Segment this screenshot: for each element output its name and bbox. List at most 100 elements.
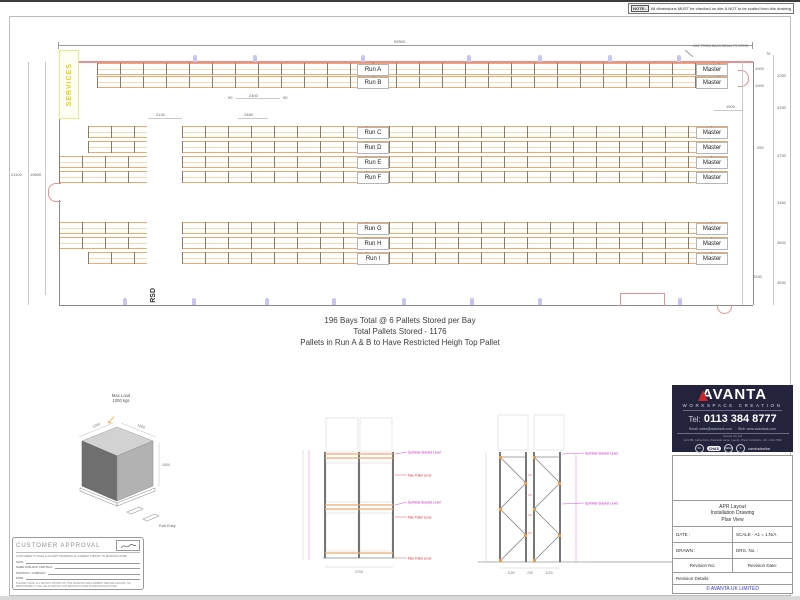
drawn-cell: DRAWN : [673, 543, 733, 558]
safecontractor-badge-icon: SC [694, 444, 704, 454]
services-zone: SERVICES [59, 50, 79, 119]
logo-triangle-icon [697, 389, 708, 401]
canopy-recess [620, 293, 665, 306]
door-mark [265, 298, 269, 305]
bay-dim-left: 90 [228, 95, 233, 100]
tel-label: Tel: [688, 414, 701, 424]
master-label: Master [696, 238, 728, 250]
sprinkler-level-note-4: Sprinkler Bracket Level [585, 502, 618, 506]
front-bottom-dim: 2700 [355, 570, 363, 574]
dim-2930: 2930 [753, 274, 762, 279]
pallet-outline [325, 417, 359, 453]
dim-left-inner: 19600 [30, 172, 42, 177]
master-label: Master [696, 157, 728, 169]
master-label: Master [696, 142, 728, 154]
run-band [59, 237, 147, 249]
copyright-row: © AVANTA UK LIMITED [706, 586, 759, 592]
dim-width: 1000 [137, 423, 146, 430]
approval-title: CUSTOMER APPROVAL [16, 542, 101, 549]
master-label: Master [696, 223, 728, 235]
approval-field-sign: SIGN: [16, 560, 140, 564]
brace-nodes [499, 456, 561, 562]
pallet-outline [533, 414, 565, 451]
brand-email[interactable]: Email: sales@avantauk.com [689, 426, 732, 431]
dim-4750: 4750 [777, 153, 786, 158]
customer-approval-box: CUSTOMER APPROVAL CUSTOMER TO SIGN & ACC… [12, 537, 144, 590]
revision-no-cell: Revision No: [673, 559, 733, 572]
name-fill-line[interactable] [54, 565, 140, 569]
note-box: NOTE:- All dimensions MUST be checked on… [628, 3, 794, 14]
approval-notice: CUSTOMER TO SIGN & ACCEPT DRAWING IS COR… [16, 552, 140, 558]
cube-right-face [116, 440, 154, 502]
pallet-outline [359, 417, 393, 453]
max-pallet-note-3: Max Pallet Level [408, 557, 432, 561]
constructionline-badge-icon: constructionline [748, 446, 771, 451]
max-pallet-note: Max Pallet Level [408, 474, 432, 478]
pallet-outline [359, 512, 393, 552]
leader [394, 501, 408, 506]
dim-2130-line [148, 118, 182, 119]
dim-2480: 2480 [244, 112, 253, 117]
run-label: Run G [357, 223, 389, 235]
run-band [182, 237, 728, 249]
position-fill-line[interactable] [48, 571, 140, 575]
dim-250: 250 [757, 145, 764, 150]
run-label: Run D [357, 142, 389, 154]
dim-tick-right [752, 42, 753, 49]
master-label: Master [696, 253, 728, 265]
sprinkler-level-note-2: Sprinkler Bracket Level [408, 501, 441, 505]
pallet-slab-2 [79, 487, 118, 507]
dim-line-right-b [773, 55, 774, 305]
wall-bracket-mark [253, 55, 257, 62]
chas-badge-icon: CHAS [706, 446, 722, 452]
leader [561, 452, 585, 455]
window-top-edge [0, 0, 800, 2]
bay-dim-center: 2400 [248, 93, 259, 98]
drawing-title-line-2: Installation Drawing [710, 510, 755, 517]
dim-3150-a: 3150 [777, 105, 786, 110]
sprinkler-level-note-3: Sprinkler Bracket Level [585, 452, 618, 456]
pallet-outline [325, 512, 359, 552]
pallet-outline [497, 414, 529, 451]
run-label: Run B [357, 77, 389, 89]
run-label: Run I [357, 253, 389, 265]
run-label: Run A [357, 64, 389, 76]
approval-fine-print: PLEASE CHECK ALL DETAILS SHOWN ON THIS D… [16, 582, 131, 588]
drawing-title: APR Layout Installation Drawing Plan Vie… [673, 501, 792, 527]
bay-dim-right: 90 [283, 95, 288, 100]
wall-bracket-mark [193, 55, 197, 62]
sign-fill-line[interactable] [25, 560, 140, 564]
brand-web[interactable]: Web: www.avantauk.com [737, 426, 776, 431]
bracing [533, 456, 561, 562]
dim-1500: 1500 [726, 104, 735, 109]
dim-3150-b: 3150 [777, 200, 786, 205]
side-dim-2: 230 [527, 571, 533, 575]
dim-75: 75 [766, 51, 771, 56]
wall-bracket-mark [361, 55, 365, 62]
run-band [97, 76, 728, 88]
drawn-drg-row: DRAWN : DRG. No. : [673, 543, 792, 559]
door-mark [678, 298, 682, 305]
dim-edge-left [78, 422, 114, 438]
dim-1500-line [714, 110, 742, 111]
run-band [182, 156, 728, 168]
phone-row: Tel: 0113 384 8777 [688, 413, 776, 425]
brand-address-line: Unit 8B, Astra Park, Parkside Lane, Leed… [683, 437, 782, 442]
drawing-title-line-1: APR Layout [719, 503, 746, 510]
dim-1000-b: 1000 [755, 83, 764, 88]
dim-left-outer: 21100 [11, 172, 22, 177]
dim-3530: 3530 [777, 280, 786, 285]
wall-bracket-mark [608, 55, 612, 62]
dim-2130: 2130 [156, 112, 165, 117]
dim-depth: 1200 [92, 422, 101, 429]
note-line-2: Total Pallets Stored - 1176 [353, 327, 447, 336]
side-dim-3: 1100 [545, 571, 552, 575]
tel-number: 0113 384 8777 [703, 412, 777, 425]
contact-row: Email: sales@avantauk.com Web: www.avant… [676, 426, 789, 434]
run-band [182, 141, 728, 153]
date-fill-line[interactable] [26, 576, 140, 580]
door-mark [123, 298, 127, 305]
door-swing-left [48, 183, 61, 202]
wall-right [753, 62, 754, 305]
